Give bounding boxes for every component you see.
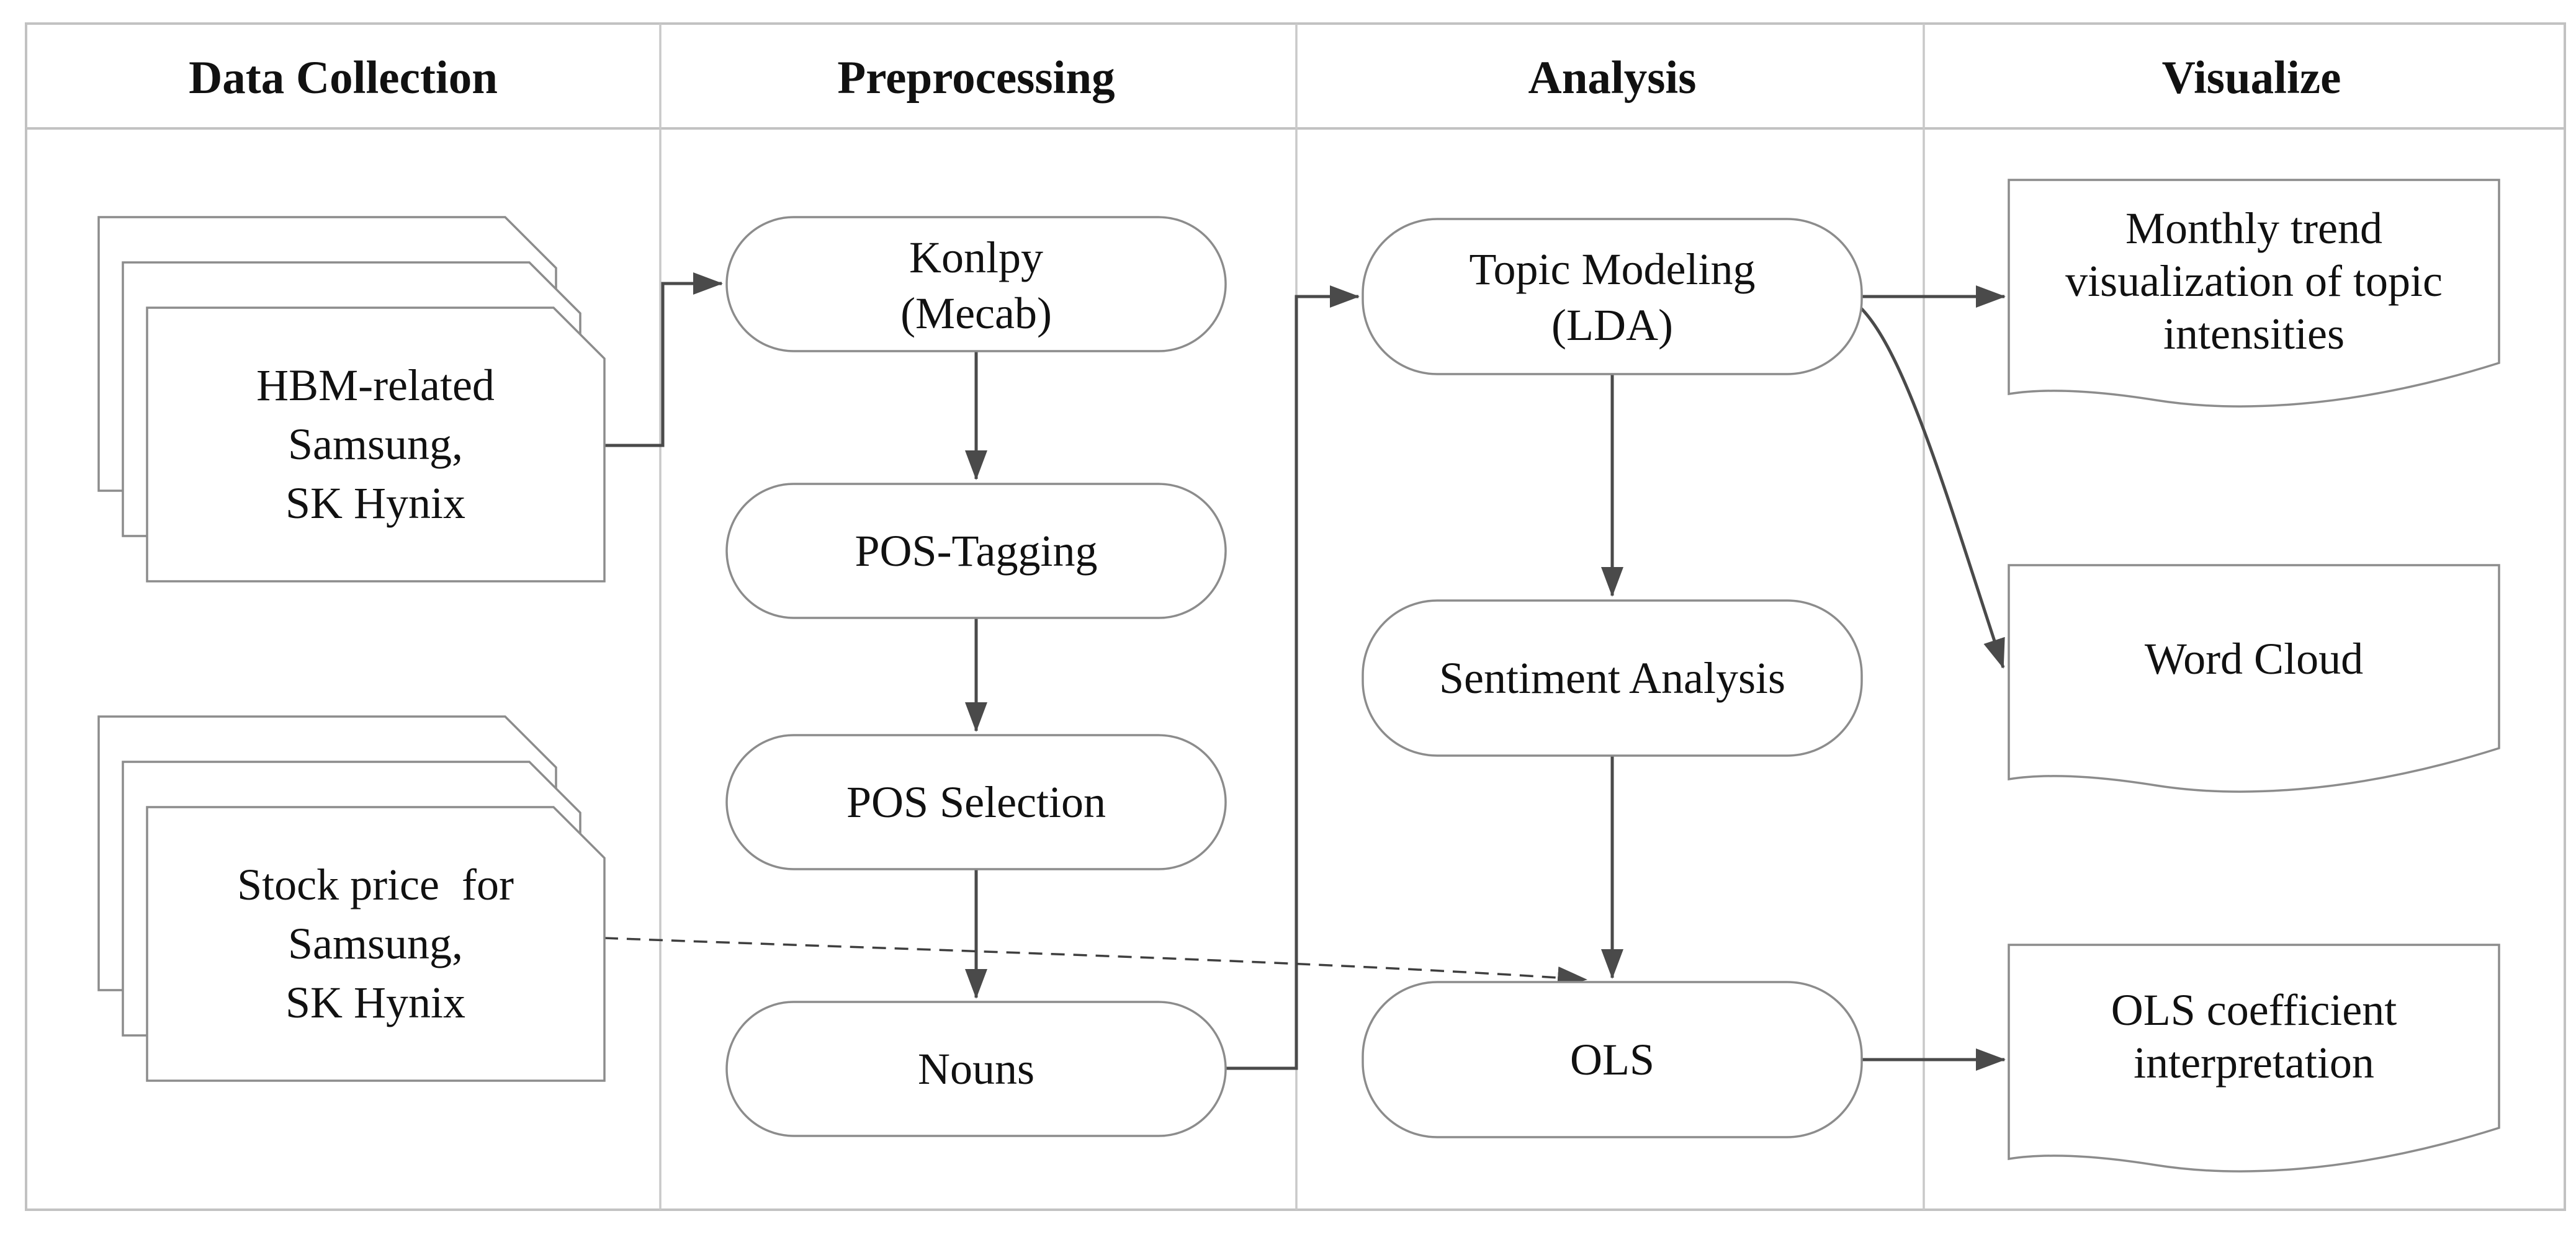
ols-node: OLS [1362,981,1863,1138]
arrow-hbm-to-konlpy [600,272,723,447]
pos-tagging-label: POS-Tagging [855,526,1098,576]
arrow-topic-modeling-to-word-cloud [1857,304,2005,669]
hbm-card-front [146,306,606,583]
stock-card-front [146,806,606,1082]
ols-doc-shape [2008,944,2500,1173]
stock-document-stack: Stock price for Samsung, SK Hynix [97,715,606,1082]
nouns-node: Nouns [725,1001,1227,1137]
topic-modeling-node: Topic Modeling (LDA) [1362,218,1863,375]
hbm-label-line1: HBM-related [256,360,495,410]
monthly-trend-label-line1: Monthly trend [2125,203,2382,253]
word-cloud-label: Word Cloud [2145,634,2363,684]
hbm-label-line3: SK Hynix [285,478,465,528]
stock-label-line1: Stock price for [237,860,514,909]
konlpy-label-line2: (Mecab) [900,288,1052,338]
sentiment-analysis-label: Sentiment Analysis [1439,653,1785,703]
ols-interpretation-doc: OLS coefficient interpretation [2008,944,2500,1173]
monthly-trend-label-line2: visualization of topic [2065,256,2443,306]
topic-modeling-shape [1362,218,1863,375]
monthly-trend-label-line3: intensities [2163,309,2345,359]
hbm-document-stack: HBM-related Samsung, SK Hynix [97,216,606,583]
dashed-arrow-stock-to-ols [604,937,1587,989]
topic-modeling-label-line2: (LDA) [1551,300,1673,350]
topic-modeling-label-line1: Topic Modeling [1470,244,1756,294]
connectors [600,272,2006,1071]
ols-shape [1362,981,1863,1138]
konlpy-shape [725,216,1227,352]
pos-tagging-shape [725,483,1227,619]
column-header-visualize: Visualize [2162,52,2341,104]
arrow-nouns-to-topic-modeling [1226,285,1360,1070]
ols-label: OLS [1570,1035,1654,1084]
sentiment-analysis-node: Sentiment Analysis [1362,599,1863,757]
nouns-label: Nouns [918,1044,1034,1094]
konlpy-node: Konlpy (Mecab) [725,216,1227,352]
pos-tagging-node: POS-Tagging [725,483,1227,619]
sentiment-analysis-shape [1362,599,1863,757]
ols-doc-label-line1: OLS coefficient [2111,985,2397,1035]
nouns-shape [725,1001,1227,1137]
word-cloud-doc-shape [2008,564,2500,793]
column-header-data-collection: Data Collection [189,52,498,104]
swimlane-frame: Data Collection Preprocessing Analysis V… [25,22,2566,1211]
pos-selection-shape [725,734,1227,870]
stock-label-line3: SK Hynix [285,978,465,1027]
pos-selection-node: POS Selection [725,734,1227,870]
ols-doc-label-line2: interpretation [2134,1038,2374,1088]
column-header-preprocessing: Preprocessing [837,52,1115,104]
stock-label-line2: Samsung, [288,919,463,968]
monthly-trend-doc: Monthly trend visualization of topic int… [2008,179,2500,408]
word-cloud-doc: Word Cloud [2008,564,2500,793]
monthly-trend-doc-shape [2008,179,2500,408]
pos-selection-label: POS Selection [846,777,1106,827]
hbm-label-line2: Samsung, [288,419,463,469]
column-header-analysis: Analysis [1528,52,1697,104]
konlpy-label-line1: Konlpy [909,233,1043,282]
